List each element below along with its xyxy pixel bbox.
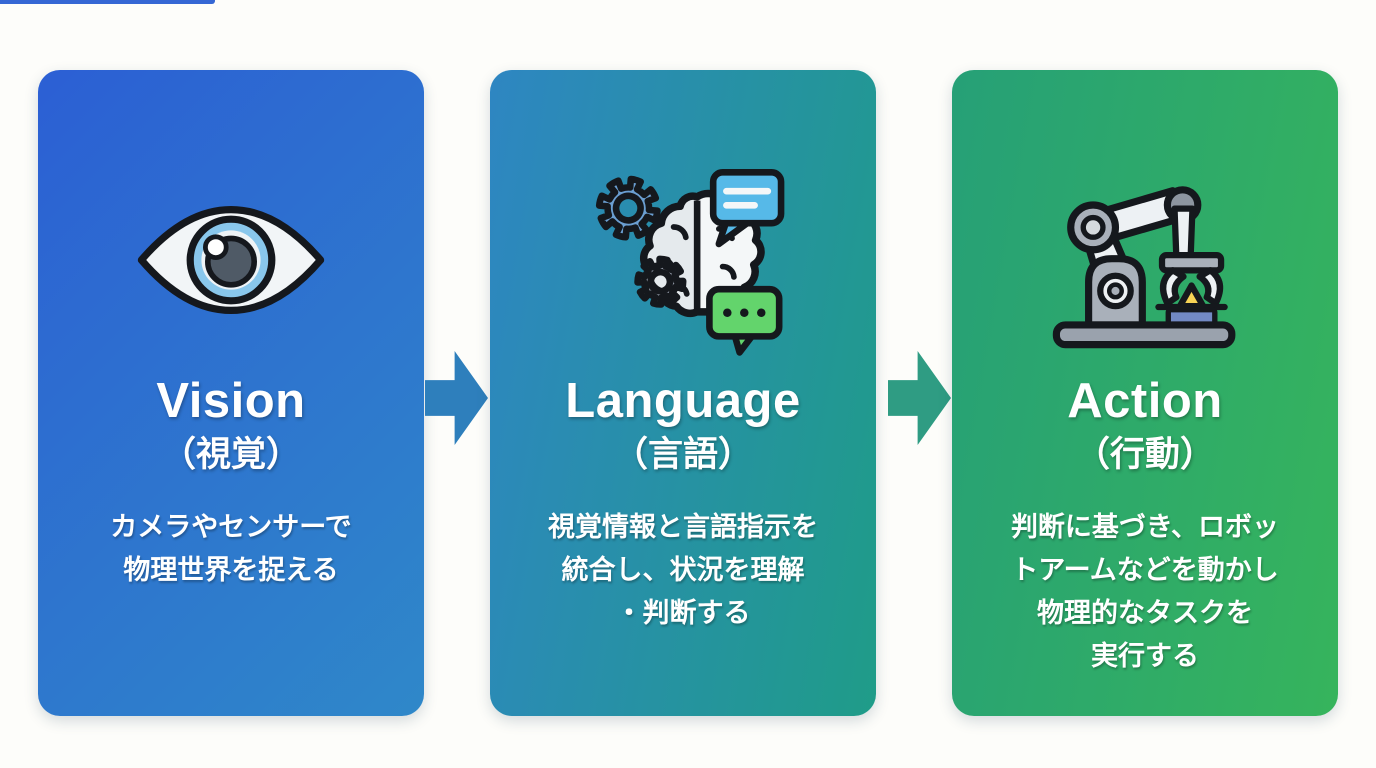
desc-line: カメラやセンサーで	[110, 512, 352, 542]
brain-gears-chat-icon-svg	[579, 169, 785, 356]
desc-line: 判断に基づき、ロボッ	[1010, 512, 1280, 542]
card-title: Vision	[156, 374, 306, 428]
card-description: 判断に基づき、ロボッ トアームなどを動かし 物理的なタスクを 実行する	[1011, 506, 1279, 678]
desc-line: 物理世界を捉える	[123, 555, 339, 585]
arrow-right-icon	[888, 351, 951, 445]
eye-icon-svg	[137, 206, 325, 314]
card-vision: Vision （視覚） カメラやセンサーで 物理世界を捉える	[38, 70, 424, 716]
desc-line: 実行する	[1091, 641, 1199, 671]
desc-line: 視覚情報と言語指示を	[548, 512, 818, 542]
card-subtitle: （言語）	[612, 435, 753, 474]
robot-arm-icon	[1042, 145, 1248, 375]
card-language: Language （言語） 視覚情報と言語指示を 統合し、状況を理解 ・判断する	[490, 70, 876, 716]
card-action: Action （行動） 判断に基づき、ロボッ トアームなどを動かし 物理的なタス…	[952, 70, 1338, 716]
card-title: Action	[1067, 374, 1223, 428]
card-title: Language	[565, 374, 801, 428]
desc-line: 物理的なタスクを	[1037, 598, 1253, 628]
brain-gears-chat-icon	[579, 145, 787, 375]
desc-line: ・判断する	[615, 598, 751, 628]
card-subtitle: （視覚）	[160, 435, 301, 474]
card-description: 視覚情報と言語指示を 統合し、状況を理解 ・判断する	[548, 506, 818, 635]
card-description: カメラやセンサーで 物理世界を捉える	[110, 506, 351, 592]
desc-line: 統合し、状況を理解	[561, 555, 805, 585]
card-subtitle: （行動）	[1074, 435, 1215, 474]
desc-line: トアームなどを動かし	[1011, 555, 1279, 585]
arrow-right-icon	[425, 351, 488, 445]
eye-icon	[135, 145, 327, 375]
top-edge-artifact	[0, 0, 215, 4]
robot-arm-icon-svg	[1052, 185, 1236, 348]
